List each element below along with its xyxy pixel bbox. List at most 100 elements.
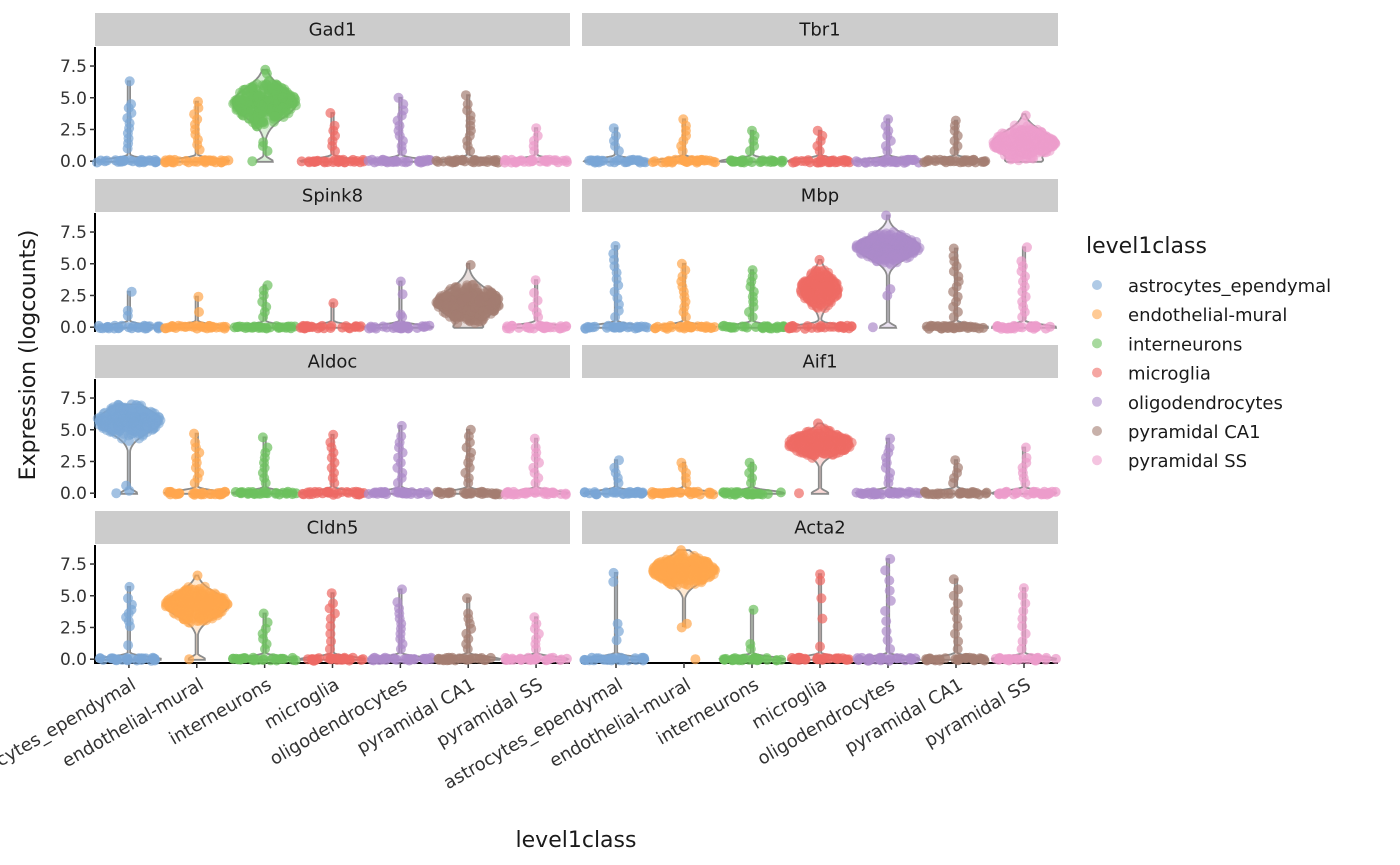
data-point bbox=[526, 156, 537, 167]
y-tick-label: 0.0 bbox=[60, 152, 87, 172]
data-point bbox=[463, 654, 474, 665]
data-point bbox=[950, 115, 961, 126]
data-point bbox=[274, 489, 285, 500]
y-tick-label: 7.5 bbox=[60, 389, 87, 409]
data-point bbox=[1028, 146, 1039, 156]
data-point bbox=[967, 487, 977, 498]
data-point bbox=[235, 487, 246, 498]
data-point bbox=[111, 488, 122, 499]
data-point bbox=[980, 156, 991, 167]
violin-microglia bbox=[784, 418, 857, 499]
data-point bbox=[328, 598, 338, 609]
legend-swatch bbox=[1092, 455, 1102, 466]
data-point bbox=[462, 593, 472, 604]
data-point bbox=[180, 585, 191, 596]
data-point bbox=[329, 120, 340, 131]
data-point bbox=[900, 655, 911, 666]
data-point bbox=[116, 320, 127, 331]
data-point bbox=[479, 488, 490, 499]
data-point bbox=[340, 654, 351, 665]
data-point bbox=[530, 442, 541, 453]
data-point bbox=[1020, 110, 1031, 121]
data-point bbox=[235, 95, 246, 105]
violin-oligodendrocytes bbox=[851, 433, 925, 500]
data-point bbox=[737, 321, 748, 332]
violin-endothelial-mural bbox=[648, 545, 721, 665]
data-point bbox=[532, 130, 543, 141]
data-point bbox=[165, 487, 176, 498]
data-point bbox=[247, 156, 258, 167]
y-tick-label: 5.0 bbox=[60, 255, 87, 275]
legend-label: oligodendrocytes bbox=[1128, 393, 1283, 414]
facet-strip bbox=[95, 13, 570, 46]
data-point bbox=[911, 487, 922, 498]
data-point bbox=[920, 487, 931, 498]
violin-pyramidal-ca1 bbox=[431, 90, 503, 168]
x-axis-title: level1class bbox=[516, 828, 637, 853]
data-point bbox=[649, 156, 660, 167]
legend-item: pyramidal SS bbox=[1092, 451, 1247, 472]
data-point bbox=[823, 271, 834, 282]
data-point bbox=[98, 421, 109, 432]
data-point bbox=[941, 321, 952, 332]
data-point bbox=[796, 440, 807, 451]
data-point bbox=[193, 291, 204, 302]
data-point bbox=[824, 156, 835, 167]
data-point bbox=[489, 489, 500, 500]
data-point bbox=[449, 157, 459, 168]
data-point bbox=[517, 488, 528, 499]
data-point bbox=[465, 424, 476, 435]
data-point bbox=[831, 653, 842, 664]
y-tick-label: 7.5 bbox=[60, 555, 87, 575]
data-point bbox=[691, 575, 702, 586]
legend-item: pyramidal CA1 bbox=[1092, 422, 1261, 443]
data-point bbox=[940, 653, 951, 664]
data-point bbox=[275, 653, 286, 664]
data-point bbox=[1027, 488, 1038, 499]
data-point bbox=[356, 655, 367, 665]
data-point bbox=[885, 284, 896, 295]
data-point bbox=[460, 488, 471, 499]
data-point bbox=[326, 588, 337, 599]
data-point bbox=[884, 488, 895, 499]
data-point bbox=[137, 322, 147, 333]
data-point bbox=[118, 414, 129, 425]
data-point bbox=[315, 322, 326, 333]
violin-interneurons bbox=[228, 608, 301, 666]
data-point bbox=[620, 157, 630, 168]
data-point bbox=[460, 90, 471, 101]
data-point bbox=[978, 654, 989, 665]
data-point bbox=[363, 155, 374, 166]
violin-astrocytes-ependymal bbox=[92, 399, 166, 499]
data-point bbox=[170, 323, 181, 333]
data-point bbox=[881, 228, 892, 239]
data-point bbox=[612, 155, 623, 166]
data-point bbox=[885, 433, 896, 444]
legend-item: astrocytes_ependymal bbox=[1092, 276, 1331, 297]
data-point bbox=[277, 92, 288, 103]
data-point bbox=[880, 606, 891, 616]
data-point bbox=[878, 156, 889, 167]
data-point bbox=[717, 321, 728, 332]
violin-oligodendrocytes bbox=[851, 210, 925, 333]
data-point bbox=[666, 564, 677, 575]
data-point bbox=[396, 420, 407, 431]
data-point bbox=[391, 156, 402, 167]
data-point bbox=[183, 157, 194, 168]
data-point bbox=[748, 604, 759, 615]
data-point bbox=[681, 618, 692, 629]
data-point bbox=[319, 156, 330, 167]
data-point bbox=[813, 157, 824, 168]
data-point bbox=[894, 487, 905, 498]
data-point bbox=[648, 488, 659, 499]
violin-pyramidal-ss bbox=[500, 612, 572, 666]
data-point bbox=[744, 457, 755, 468]
violin-interneurons bbox=[717, 265, 789, 334]
data-point bbox=[194, 307, 204, 317]
data-point bbox=[344, 323, 355, 334]
data-point bbox=[754, 654, 765, 665]
data-point bbox=[802, 321, 813, 332]
data-point bbox=[184, 596, 195, 607]
data-point bbox=[948, 243, 959, 254]
